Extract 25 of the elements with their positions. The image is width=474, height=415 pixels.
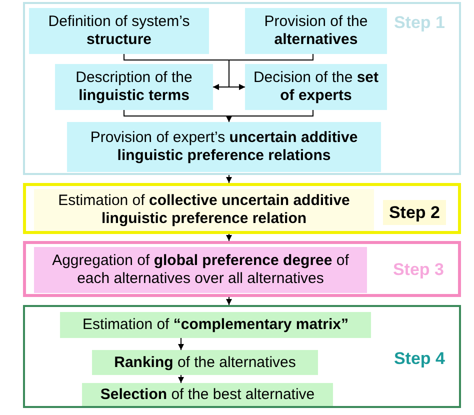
- arrow: [226, 234, 232, 242]
- step-label: Step 3: [392, 259, 444, 280]
- arrow: [178, 338, 184, 350]
- process-box: Provision of expert’s uncertain additive linguistic preference relations: [67, 122, 381, 172]
- process-box: Description of the linguistic terms: [55, 64, 213, 110]
- process-box: Provision of the alternatives: [245, 8, 387, 54]
- process-box: Decision of the set of experts: [245, 64, 387, 110]
- arrow: [226, 110, 314, 122]
- step-frame: [23, 183, 461, 234]
- arrow: [226, 174, 232, 184]
- step-frame: [23, 305, 461, 408]
- step-label: Step 1: [394, 12, 445, 34]
- process-box: Estimation of collective uncertain additive linguistic preference relation: [34, 189, 374, 231]
- arrow: [178, 374, 184, 384]
- step-frame: [23, 2, 461, 175]
- process-box: Aggregation of global preference degree of each alternatives over all alternatives: [34, 247, 367, 293]
- arrow: [228, 54, 314, 90]
- process-box: Selection of the best alternative: [82, 383, 333, 406]
- process-box: Ranking of the alternatives: [92, 350, 318, 375]
- arrow: [226, 296, 232, 306]
- step-label: Step 4: [394, 348, 445, 370]
- process-box: Definition of system’s structure: [29, 8, 209, 54]
- process-box: Estimation of “complementary matrix”: [60, 312, 371, 338]
- step-frame: [23, 241, 461, 297]
- step-label: Step 2: [382, 200, 446, 226]
